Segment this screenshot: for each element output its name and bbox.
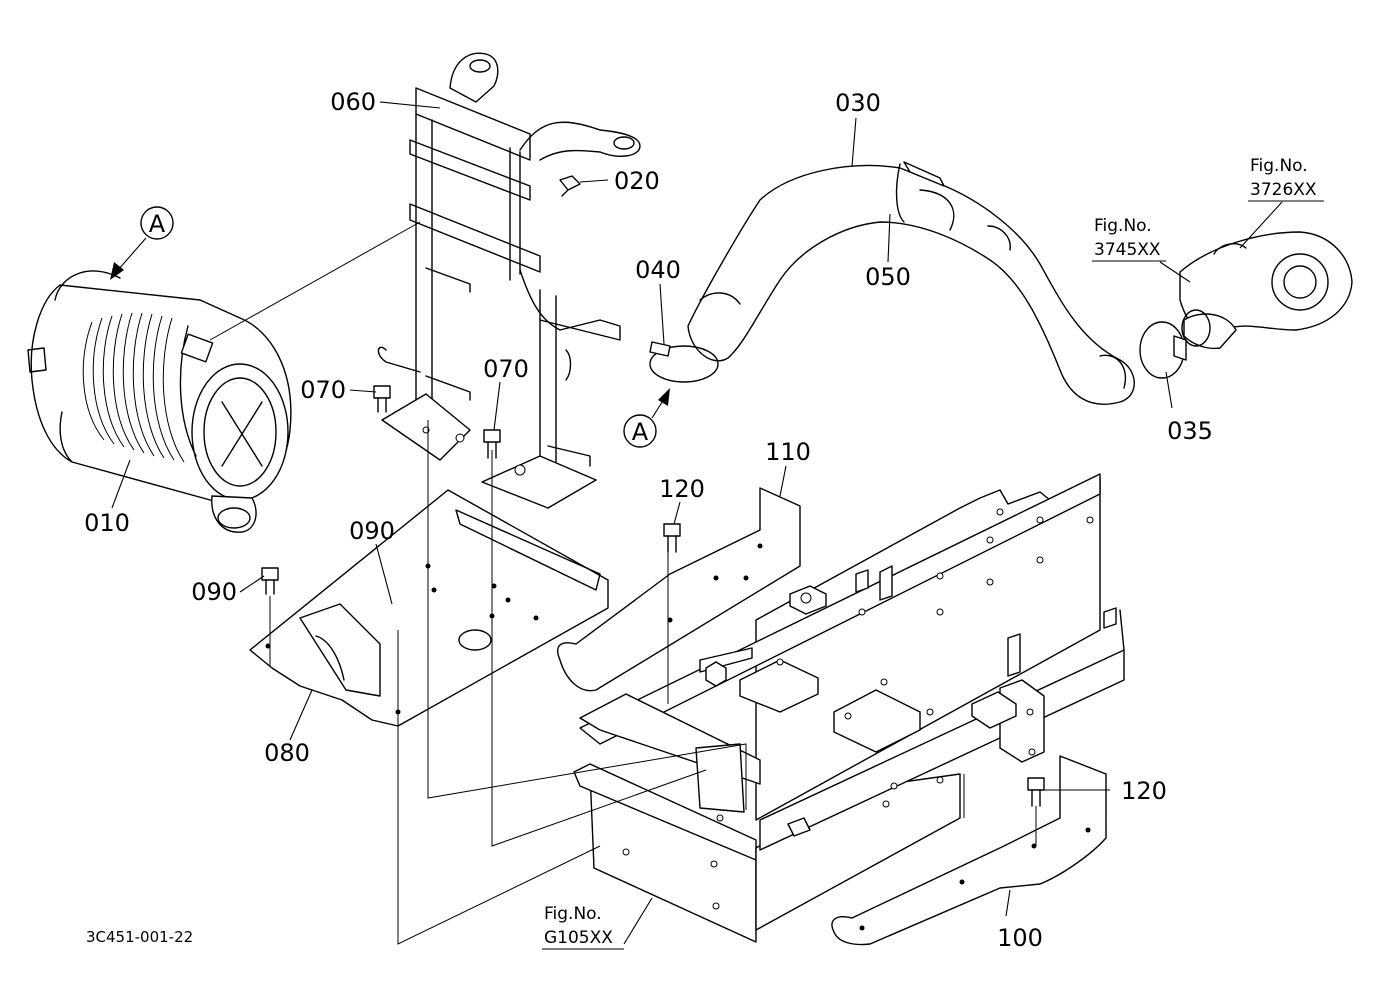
- callout-090-right: 090: [349, 517, 395, 545]
- fig-3745-prefix: Fig.No.: [1094, 216, 1152, 236]
- figure-reference-3745: Fig.No. 3745XX: [1092, 216, 1166, 262]
- fig-3745-number: 3745XX: [1094, 240, 1161, 260]
- bolt-070-right: [483, 429, 501, 459]
- callout-020: 020: [614, 167, 660, 195]
- hose-clamp-040: [649, 341, 719, 383]
- hose-clamp-035: [1139, 321, 1187, 379]
- callout-030: 030: [835, 89, 881, 117]
- bolt-120-lower: [1027, 777, 1045, 807]
- air-cleaner-assembly: [27, 270, 292, 533]
- bolt-120-upper: [663, 523, 681, 553]
- intake-hose: [687, 164, 1135, 405]
- marker-a-bottom-label: A: [632, 418, 649, 446]
- callout-060: 060: [330, 88, 376, 116]
- reference-marker-a-bottom: A: [623, 388, 670, 448]
- bolt-090-left: [261, 567, 279, 595]
- main-frame: [573, 473, 1125, 943]
- callout-040: 040: [635, 256, 681, 284]
- frame-bracket-110: [557, 487, 801, 692]
- fig-3726-prefix: Fig.No.: [1250, 156, 1308, 176]
- fig-g105-number: G105XX: [544, 928, 613, 948]
- callout-090-left: 090: [191, 578, 237, 606]
- callout-050: 050: [865, 263, 911, 291]
- reference-marker-a-top: A: [110, 206, 174, 280]
- base-plate: [249, 489, 609, 727]
- callout-leaders: [111, 101, 1283, 945]
- bolt-070-left: [373, 385, 391, 413]
- callout-070-left: 070: [300, 376, 346, 404]
- callout-035: 035: [1167, 417, 1213, 445]
- part-callouts: 060 020 030 035 040 050 070 070 080 090 …: [84, 88, 1213, 952]
- callout-010: 010: [84, 509, 130, 537]
- callout-100: 100: [997, 924, 1043, 952]
- callout-070-right: 070: [483, 355, 529, 383]
- assembly-guide-lines: [209, 221, 1037, 945]
- callout-120-lower: 120: [1121, 777, 1167, 805]
- fig-3726-number: 3726XX: [1250, 180, 1317, 200]
- turbocharger: [1179, 231, 1353, 350]
- bolt-020: [559, 175, 581, 197]
- figure-reference-3726: Fig.No. 3726XX: [1248, 156, 1324, 202]
- hose-clamp-050: [895, 161, 945, 223]
- cover-plate-100: [831, 755, 1107, 946]
- callout-110: 110: [765, 438, 811, 466]
- figure-reference-g105: Fig.No. G105XX: [542, 904, 624, 950]
- fig-g105-prefix: Fig.No.: [544, 904, 602, 924]
- callout-120-upper: 120: [659, 475, 705, 503]
- callout-080: 080: [264, 739, 310, 767]
- mounting-bracket: [377, 52, 641, 509]
- document-id: 3C451-001-22: [86, 928, 193, 946]
- marker-a-top-label: A: [149, 210, 166, 238]
